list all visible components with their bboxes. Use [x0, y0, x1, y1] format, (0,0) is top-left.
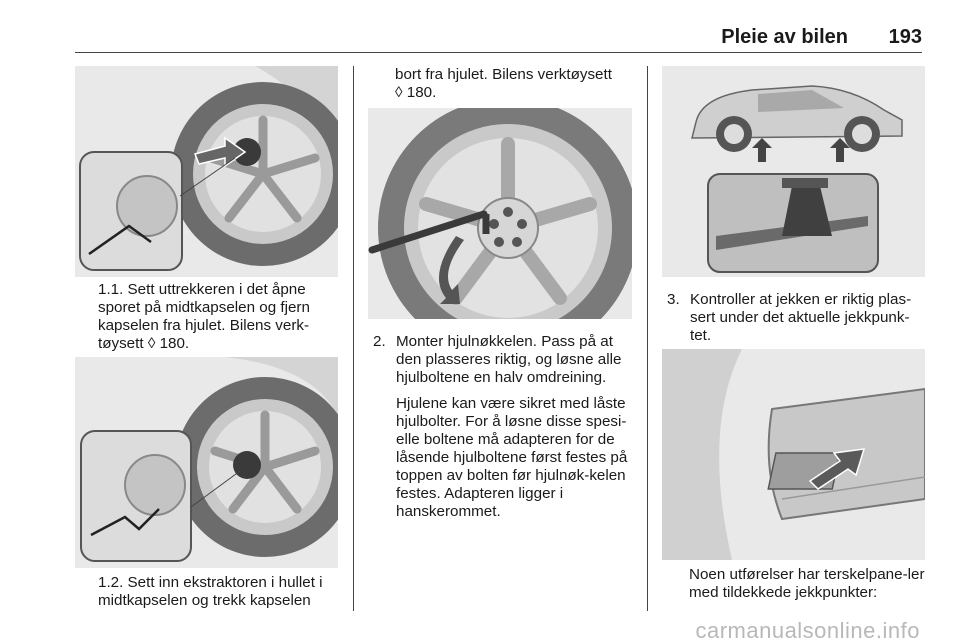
- step-1-2-body: 1.2. Sett inn ekstraktoren i hullet i mi…: [98, 574, 323, 609]
- step-1-2-text: 1.2. Sett inn ekstraktoren i hullet i mi…: [98, 574, 343, 610]
- step-3-number: 3.: [667, 291, 680, 308]
- step-2-body: Monter hjulnøkkelen. Pass på at den plas…: [396, 333, 622, 386]
- watermark: carmanualsonline.info: [695, 618, 920, 643]
- step-1-2-continuation: bort fra hjulet. Bilens verktøysett◊ 180…: [395, 66, 635, 102]
- step-2: 2. Monter hjulnøkkelen. Pass på at den p…: [373, 333, 636, 521]
- column-divider-2: [647, 66, 648, 611]
- continuation-ref: 180.: [406, 84, 437, 101]
- figure-sill-panel: [662, 349, 925, 560]
- page-ref-icon: ◊: [395, 84, 403, 101]
- figure-wheel-cap-remover: [75, 66, 338, 277]
- step-1-1-text: 1.1. Sett uttrekkeren i det åpne sporet …: [98, 281, 343, 353]
- header-divider: [75, 52, 922, 53]
- figure-wheel-wrench: [368, 108, 632, 319]
- page-ref-icon: ◊: [147, 335, 156, 352]
- step-2-note: Hjulene kan være sikret med låste hjulbo…: [396, 395, 628, 520]
- continuation-body: bort fra hjulet. Bilens verktøysett: [395, 66, 612, 83]
- note-sill-panels: Noen utførelser har terskelpane-ler med …: [689, 566, 929, 602]
- step-1-1-body: 1.1. Sett uttrekkeren i det åpne sporet …: [98, 281, 310, 352]
- step-3: 3. Kontroller at jekken er riktig plas-s…: [667, 291, 930, 345]
- step-3-body: Kontroller at jekken er riktig plas-sert…: [690, 291, 912, 344]
- section-title: Pleie av bilen: [721, 26, 848, 48]
- page-number: 193: [888, 26, 922, 48]
- note-body: Noen utførelser har terskelpane-ler med …: [689, 566, 925, 601]
- figure-jack-points: [662, 66, 925, 277]
- column-divider-1: [353, 66, 354, 611]
- step-2-number: 2.: [373, 333, 386, 350]
- step-1-1-ref: 180.: [159, 335, 190, 352]
- figure-wheel-cap-extractor: [75, 357, 338, 568]
